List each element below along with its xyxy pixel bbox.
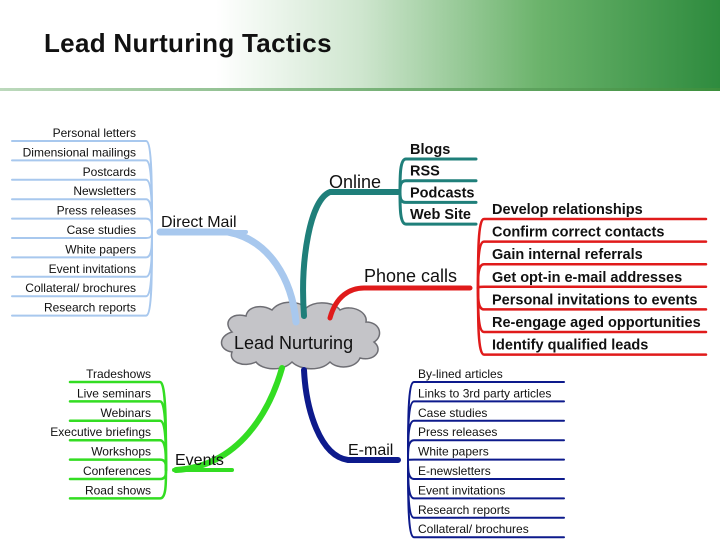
branch-label-phone-calls: Phone calls (364, 266, 457, 286)
leaf-phone-calls-identify-qualified-leads: Identify qualified leads (492, 338, 648, 354)
leaf-events-live-seminars: Live seminars (77, 386, 151, 400)
leaf-direct-mail-research-reports: Research reports (44, 301, 136, 315)
connector-events-4 (68, 458, 168, 472)
leaf-phone-calls-get-opt-in-e-mail-addresses: Get opt-in e-mail addresses (492, 270, 682, 286)
trunk-e-mail (301, 367, 401, 463)
leaf-direct-mail-event-invitations: Event invitations (49, 262, 136, 276)
leaf-events-webinars: Webinars (101, 406, 151, 420)
leaf-direct-mail-postcards: Postcards (83, 165, 136, 179)
leaf-online-blogs: Blogs (410, 142, 450, 158)
leaf-phone-calls-develop-relationships: Develop relationships (492, 202, 643, 218)
leaf-e-mail-white-papers: White papers (418, 445, 489, 459)
leaf-e-mail-event-invitations: Event invitations (418, 483, 505, 497)
connector-phone-calls-6 (476, 286, 708, 356)
branch-label-events: Events (175, 452, 224, 469)
leaf-online-rss: RSS (410, 164, 440, 180)
leaf-events-executive-briefings: Executive briefings (50, 425, 151, 439)
leaf-direct-mail-press-releases: Press releases (57, 204, 136, 218)
connector-e-mail-8 (407, 459, 565, 539)
slide-header (0, 0, 720, 90)
branch-label-direct-mail: Direct Mail (161, 214, 237, 231)
center-label: Lead Nurturing (234, 333, 353, 353)
leaf-direct-mail-newsletters: Newsletters (73, 184, 136, 198)
leaf-e-mail-e-newsletters: E-newsletters (418, 464, 491, 478)
leaf-online-web-site: Web Site (410, 207, 471, 223)
connector-direct-mail-4 (11, 217, 153, 233)
leaf-phone-calls-personal-invitations-to-events: Personal invitations to events (492, 292, 697, 308)
connector-direct-mail-9 (11, 231, 153, 317)
branch-label-e-mail: E-mail (348, 442, 393, 459)
leaf-events-workshops: Workshops (91, 445, 151, 459)
leaf-phone-calls-confirm-correct-contacts: Confirm correct contacts (492, 225, 664, 241)
leaf-events-tradeshows: Tradeshows (86, 367, 151, 381)
leaf-e-mail-links-to-3rd-party-articles: Links to 3rd party articles (418, 386, 551, 400)
leaf-events-road-shows: Road shows (85, 483, 151, 497)
branch-label-online: Online (329, 172, 381, 192)
leaf-direct-mail-white-papers: White papers (65, 242, 136, 256)
connector-online-1 (398, 179, 478, 194)
leaf-e-mail-collateral-brochures: Collateral/ brochures (418, 522, 529, 536)
leaf-e-mail-by-lined-articles: By-lined articles (418, 367, 503, 381)
branch-phone-calls: Phone calls Develop relationshipsConfirm … (327, 202, 708, 356)
leaf-direct-mail-personal-letters: Personal letters (53, 126, 136, 140)
connector-phone-calls-3 (476, 285, 708, 290)
leaf-e-mail-press-releases: Press releases (418, 425, 497, 439)
leaf-events-conferences: Conferences (83, 464, 151, 478)
connector-events-6 (68, 468, 168, 500)
leaf-e-mail-research-reports: Research reports (418, 503, 510, 517)
connector-online-3 (398, 190, 478, 226)
leaf-direct-mail-dimensional-mailings: Dimensional mailings (23, 145, 136, 159)
center-cloud (220, 301, 381, 370)
leaf-online-podcasts: Podcasts (410, 185, 474, 201)
connector-phone-calls-2 (476, 262, 708, 290)
trunk-online (300, 189, 401, 319)
leaf-direct-mail-collateral-brochures: Collateral/ brochures (25, 281, 136, 295)
leaf-phone-calls-gain-internal-referrals: Gain internal referrals (492, 247, 643, 263)
leaf-phone-calls-re-engage-aged-opportunities: Re-engage aged opportunities (492, 315, 701, 331)
page-title: Lead Nurturing Tactics (44, 28, 332, 58)
header-divider (0, 88, 720, 91)
leaf-e-mail-case-studies: Case studies (418, 406, 487, 420)
trunk-events (173, 365, 285, 473)
connector-e-mail-3 (407, 439, 565, 461)
leaf-direct-mail-case-studies: Case studies (67, 223, 136, 237)
